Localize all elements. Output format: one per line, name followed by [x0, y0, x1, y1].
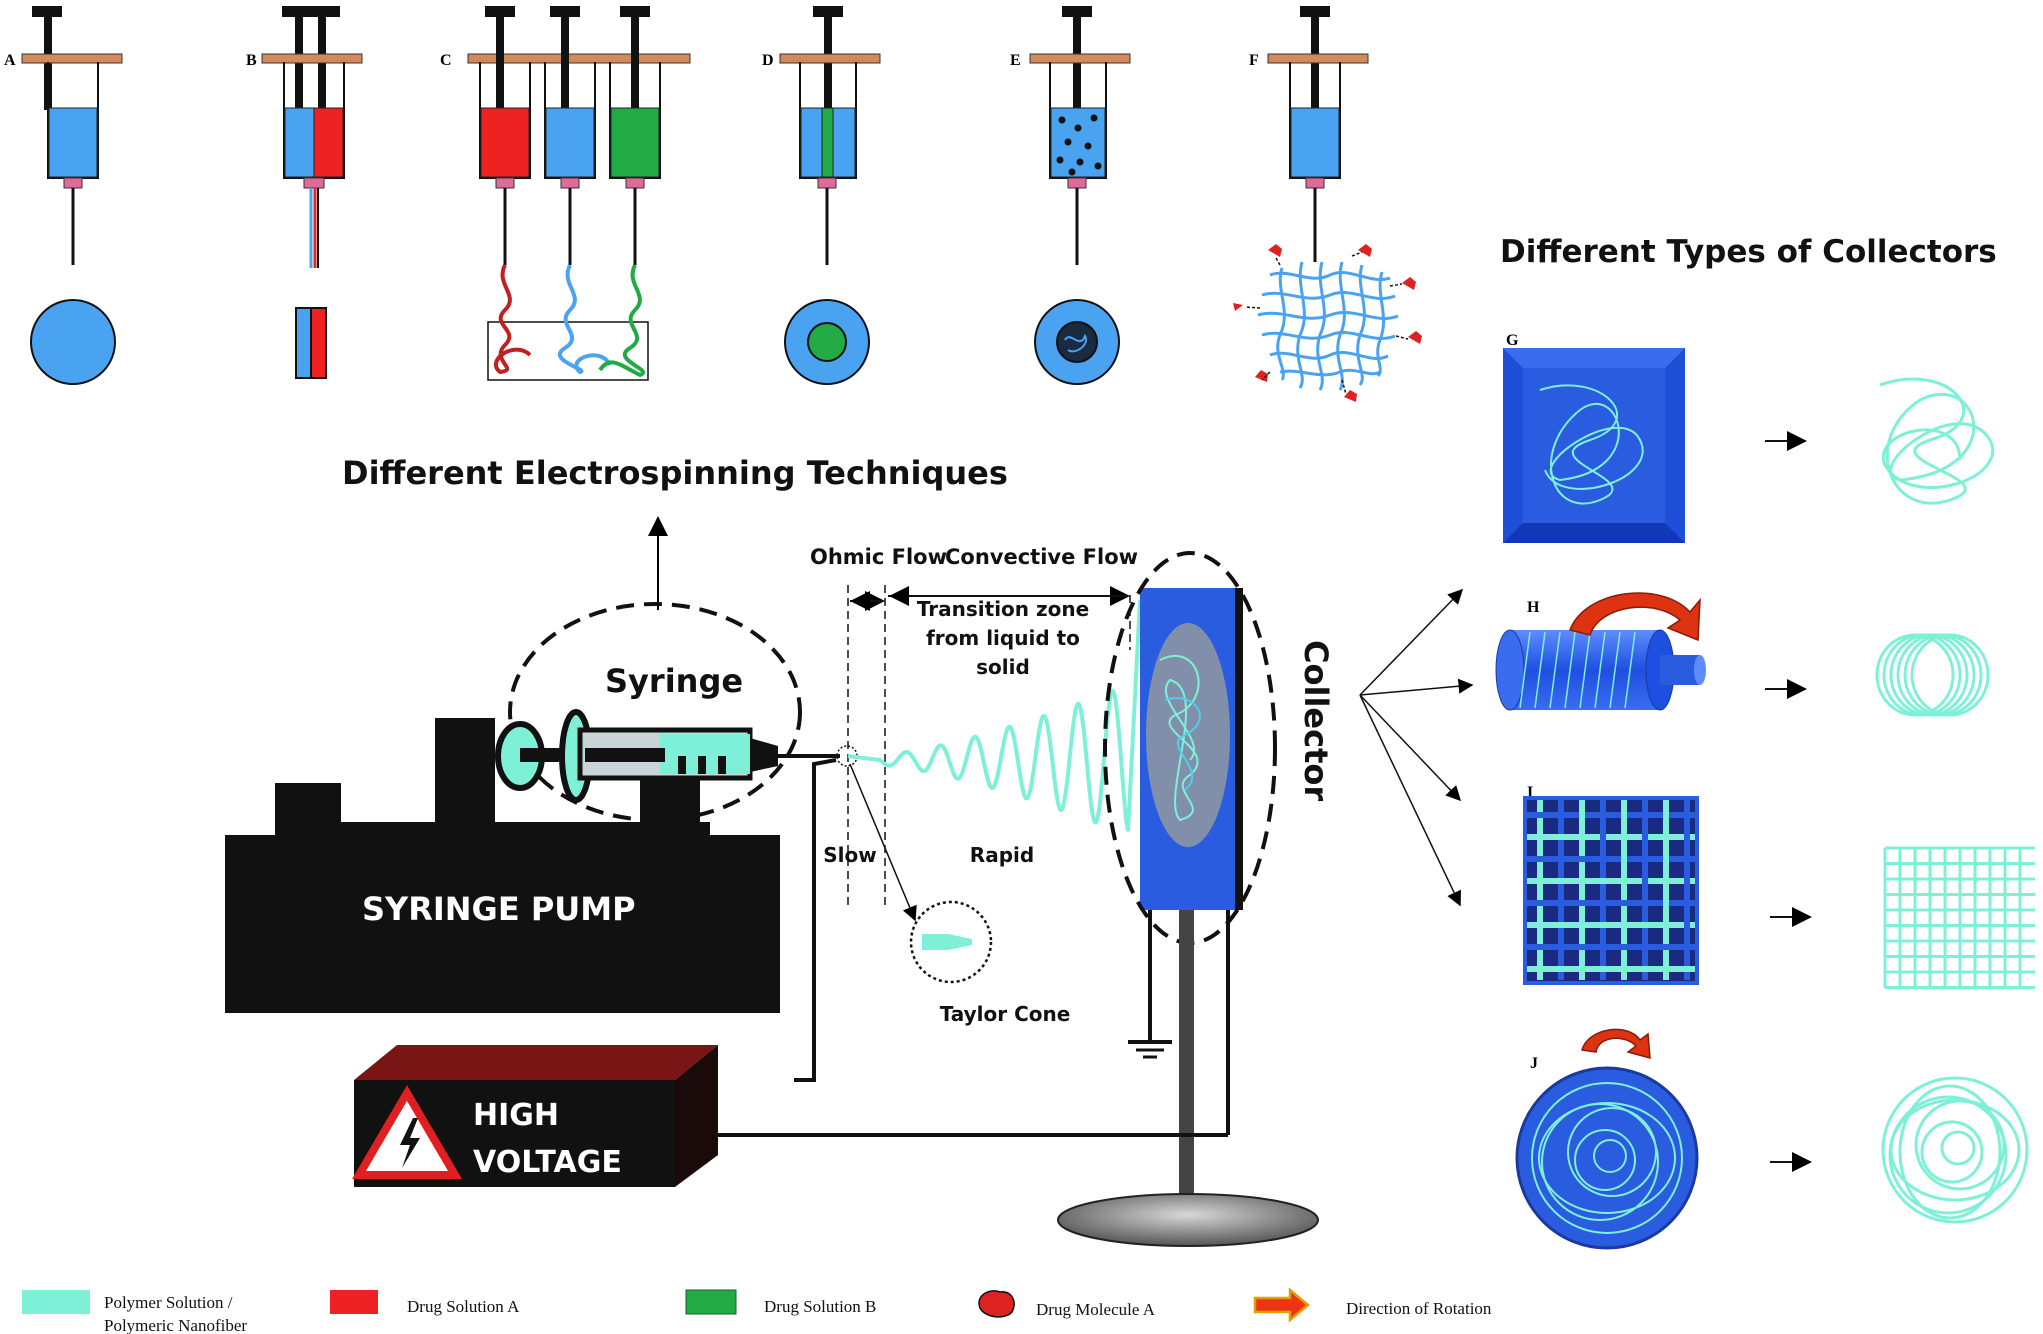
syringe-b: B	[246, 6, 363, 379]
collector-arrows	[1359, 588, 1474, 907]
high-voltage-label-2: VOLTAGE	[473, 1145, 622, 1180]
legend-swatch-drug-a	[330, 1290, 378, 1314]
syringe-pump: SYRINGE PUMP	[225, 718, 780, 1013]
disc-rotation-arrow-icon	[1581, 1028, 1651, 1060]
panel-label-b: B	[246, 52, 257, 69]
transition-label-1: Transition zone	[917, 597, 1089, 621]
panel-label-i: I	[1527, 784, 1533, 801]
slow-label: Slow	[823, 843, 876, 867]
transition-label-3: solid	[976, 655, 1030, 679]
collector-i-grid: I	[1523, 784, 2035, 989]
legend-polymer-line2: Polymeric Nanofiber	[104, 1316, 247, 1334]
legend-swatch-drug-b	[685, 1289, 737, 1315]
panel-label-j: J	[1530, 1055, 1538, 1072]
high-voltage-supply: HIGH VOLTAGE	[352, 1045, 718, 1187]
ohmic-flow-label: Ohmic Flow	[810, 545, 947, 569]
legend-polymer-line1: Polymer Solution /	[104, 1293, 233, 1312]
taylor-cone-icon	[922, 934, 972, 950]
panel-label-a: A	[4, 52, 16, 69]
legend-drug-a: Drug Solution A	[407, 1297, 520, 1316]
rotation-arrow-icon	[1569, 592, 1701, 642]
drug-molecule-icon	[978, 1290, 1015, 1318]
collector-j-disc: J	[1515, 1028, 2029, 1250]
panel-label-h: H	[1527, 599, 1540, 616]
panel-label-c: C	[440, 52, 452, 69]
flow-dimension-arrows	[850, 586, 1130, 611]
direction-of-rotation-icon	[1253, 1287, 1310, 1323]
collector-h-drum: H	[1495, 592, 1990, 717]
pump-syringe	[495, 709, 840, 803]
syringe-label: Syringe	[605, 662, 743, 700]
collector-g-plate: G	[1503, 332, 1994, 543]
syringe-f: F	[1233, 6, 1422, 402]
high-voltage-label-1: HIGH	[473, 1098, 559, 1133]
syringe-a: A	[4, 6, 123, 385]
collector-assembly: Collector	[1057, 551, 1335, 1247]
fiber-jet	[847, 599, 1142, 832]
syringe-e: E	[1010, 6, 1131, 385]
voltage-wires	[718, 758, 1228, 1137]
taylor-cone-pointer	[849, 763, 917, 922]
rapid-label: Rapid	[970, 843, 1034, 867]
panel-label-f: F	[1249, 52, 1259, 69]
convective-flow-label: Convective Flow	[945, 545, 1138, 569]
collectors-heading: Different Types of Collectors	[1500, 234, 1997, 270]
syringe-pump-label: SYRINGE PUMP	[362, 890, 636, 928]
transition-label-2: from liquid to	[926, 626, 1080, 650]
syringe-c: C	[440, 6, 691, 381]
collector-label: Collector	[1297, 640, 1335, 801]
panel-label-e: E	[1010, 52, 1021, 69]
flow-zone-lines	[847, 585, 1131, 910]
legend-swatch-polymer	[22, 1290, 90, 1314]
panel-label-d: D	[762, 52, 774, 69]
taylor-cone-label: Taylor Cone	[940, 1002, 1071, 1026]
legend: Polymer Solution / Polymeric Nanofiber D…	[22, 1287, 1492, 1334]
panel-label-g: G	[1506, 332, 1519, 349]
techniques-heading: Different Electrospinning Techniques	[342, 454, 1008, 492]
legend-drug-b: Drug Solution B	[764, 1297, 876, 1316]
legend-drug-molecule: Drug Molecule A	[1036, 1300, 1156, 1319]
legend-rotation: Direction of Rotation	[1346, 1299, 1492, 1318]
syringe-d: D	[762, 6, 881, 385]
